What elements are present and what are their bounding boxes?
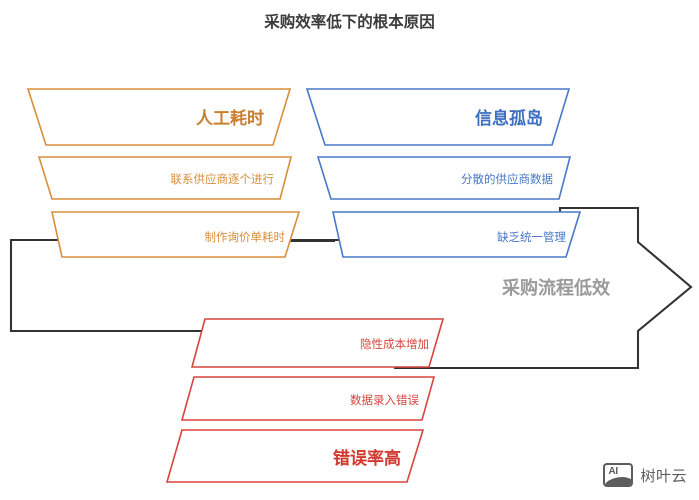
bar-label-silo-1: 信息孤岛 xyxy=(475,108,543,128)
bar-shape-manual-3[interactable] xyxy=(51,211,301,258)
bar-label-silo-2: 分散的供应商数据 xyxy=(461,172,553,186)
ai-badge-text: AI xyxy=(608,466,618,477)
group-manual-time: 人工耗时 联系供应商逐个进行 制作询价单耗时 xyxy=(26,88,301,258)
bar-label-manual-2: 联系供应商逐个进行 xyxy=(171,172,275,186)
bar-label-manual-1: 人工耗时 xyxy=(196,108,264,128)
watermark: AI 树叶云 xyxy=(603,463,687,487)
watermark-text: 树叶云 xyxy=(640,467,687,485)
bar-shape-silo-2[interactable] xyxy=(316,156,572,200)
group-high-error-rate: 隐性成本增加 数据录入错误 错误率高 xyxy=(165,318,445,483)
bar-shape-error-1[interactable] xyxy=(190,318,445,368)
bar-shape-silo-1[interactable] xyxy=(305,88,571,146)
bar-shape-silo-3[interactable] xyxy=(332,211,582,258)
bar-shape-error-3[interactable] xyxy=(165,429,425,483)
image-hill-shape xyxy=(605,477,632,485)
page-title: 采购效率低下的根本原因 xyxy=(263,12,435,31)
ai-image-icon: AI xyxy=(603,463,634,487)
bar-label-error-2: 数据录入错误 xyxy=(350,393,419,407)
bar-label-manual-3: 制作询价单耗时 xyxy=(205,231,286,244)
bar-label-silo-3: 缺乏统一管理 xyxy=(497,230,566,244)
bar-label-error-3: 错误率高 xyxy=(333,448,401,468)
arrow-label: 采购流程低效 xyxy=(501,277,611,298)
bar-shape-manual-2[interactable] xyxy=(37,156,293,200)
group-information-silo: 信息孤岛 分散的供应商数据 缺乏统一管理 xyxy=(305,88,582,258)
bar-shape-manual-1[interactable] xyxy=(26,88,292,146)
bar-shape-error-2[interactable] xyxy=(180,376,436,421)
bar-label-error-1: 隐性成本增加 xyxy=(360,337,429,351)
